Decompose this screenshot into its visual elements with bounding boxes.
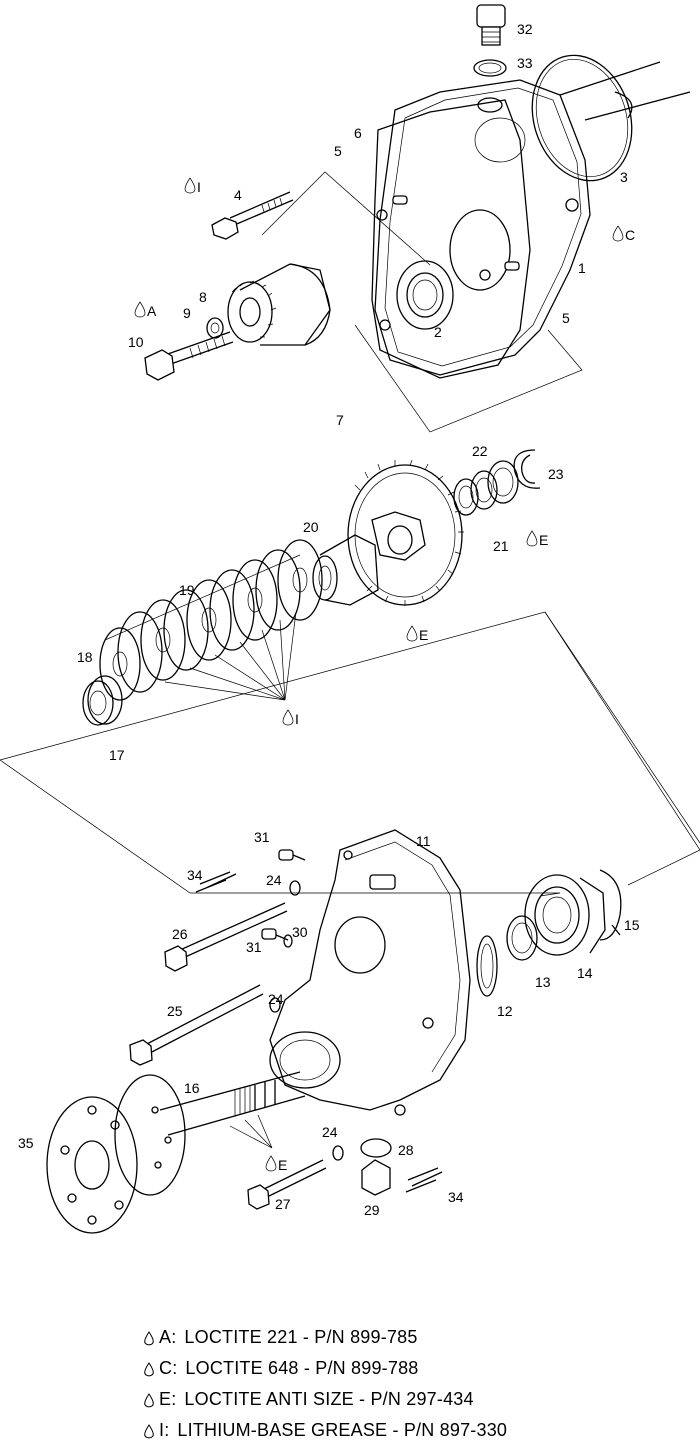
legend-text: LOCTITE ANTI SIZE - P/N 297-434 (184, 1389, 474, 1409)
drop-icon (265, 1155, 277, 1172)
drop-icon (144, 1330, 154, 1345)
drop-icon (184, 177, 196, 194)
callout-label: E (419, 627, 428, 643)
drop-icon (144, 1392, 154, 1407)
part-label: 24 (266, 872, 282, 888)
grease-leader-lines (164, 611, 297, 701)
drop-icon (282, 709, 294, 726)
drop-icon (144, 1361, 154, 1376)
legend-code: A: (159, 1327, 177, 1347)
legend-text: LITHIUM-BASE GREASE - P/N 897-330 (177, 1420, 508, 1440)
lower-case-drawing (269, 829, 622, 1116)
part-label: 31 (254, 829, 270, 845)
exploded-view-diagram: 1 2 3 4 5 5 6 7 8 9 10 11 12 13 14 15 16… (0, 4, 700, 1234)
part-label: 18 (77, 649, 93, 665)
legend-row-c: C: LOCTITE 648 - P/N 899-788 (143, 1353, 683, 1384)
upper-group-frame (261, 171, 583, 433)
pinion-gear-drawing (206, 263, 331, 346)
driven-gear-drawing (312, 459, 464, 606)
output-shaft-drawing (46, 1071, 306, 1234)
callout-label: E (539, 532, 548, 548)
part-label: 34 (448, 1189, 464, 1205)
part-label: 15 (624, 917, 640, 933)
part-label: 6 (354, 125, 362, 141)
part-label: 12 (497, 1003, 513, 1019)
part-label: 13 (535, 974, 551, 990)
part-label: 5 (334, 143, 342, 159)
legend-text: LOCTITE 221 - P/N 899-785 (184, 1327, 418, 1347)
callout-label: A (147, 303, 157, 319)
part-label: 35 (18, 1135, 34, 1151)
part-label: 30 (292, 924, 308, 940)
callout-label: I (197, 179, 201, 195)
part-label: 8 (199, 289, 207, 305)
lower-bolts-drawing (129, 902, 327, 1210)
legend-code: E: (159, 1389, 177, 1409)
part-label: 5 (562, 310, 570, 326)
part-label: 32 (517, 21, 533, 37)
bolt-4-drawing (211, 191, 294, 240)
drop-icon (612, 225, 624, 242)
part-label: 24 (268, 991, 284, 1007)
part-label: 20 (303, 519, 319, 535)
part-label: 25 (167, 1003, 183, 1019)
part-label: 16 (184, 1080, 200, 1096)
drop-icon (134, 301, 146, 318)
part-label: 29 (364, 1202, 380, 1218)
part-label: 7 (336, 412, 344, 428)
part-label: 3 (620, 169, 628, 185)
spring-stack-drawing (82, 539, 323, 726)
part-label: 1 (578, 260, 586, 276)
drop-icon (144, 1423, 154, 1438)
part-labels: 1 2 3 4 5 5 6 7 8 9 10 11 12 13 14 15 16… (18, 21, 640, 1218)
part-label: 23 (548, 466, 564, 482)
lower-group-frame (0, 554, 700, 897)
legend-row-a: A: LOCTITE 221 - P/N 899-785 (143, 1322, 683, 1353)
part-label: 9 (183, 305, 191, 321)
part-label: 21 (493, 538, 509, 554)
legend-code: I: (159, 1420, 170, 1440)
washer-stack-drawing (453, 449, 541, 516)
part-label: 11 (416, 833, 431, 849)
part-label: 31 (246, 939, 262, 955)
bolt-10-drawing (144, 331, 234, 381)
part-label: 28 (398, 1142, 414, 1158)
part-label: 33 (517, 55, 533, 71)
part-label: 24 (322, 1124, 338, 1140)
part-label: 26 (172, 926, 188, 942)
drop-icon (406, 625, 418, 642)
part-label: 14 (577, 965, 593, 981)
callout-label: E (278, 1157, 287, 1173)
drop-icon (526, 530, 538, 547)
lubrication-callouts: I A C E E I E (134, 177, 635, 1173)
antisize-leader-lines (229, 1114, 273, 1149)
callout-label: C (625, 227, 635, 243)
part-label: 19 (179, 582, 195, 598)
legend-text: LOCTITE 648 - P/N 899-788 (185, 1358, 419, 1378)
part-label: 4 (234, 187, 242, 203)
legend-code: C: (159, 1358, 178, 1378)
part-label: 34 (187, 867, 203, 883)
lubricant-legend: A: LOCTITE 221 - P/N 899-785 C: LOCTITE … (143, 1322, 683, 1446)
callout-label: I (295, 711, 299, 727)
part-label: 17 (109, 747, 125, 763)
legend-row-i: I: LITHIUM-BASE GREASE - P/N 897-330 (143, 1415, 683, 1446)
gear-housing-drawing (371, 4, 691, 379)
part-label: 27 (275, 1196, 291, 1212)
legend-row-e: E: LOCTITE ANTI SIZE - P/N 297-434 (143, 1384, 683, 1415)
small-hardware-drawing (195, 849, 443, 1196)
part-label: 22 (472, 443, 488, 459)
part-label: 10 (128, 334, 144, 350)
part-label: 2 (434, 324, 442, 340)
